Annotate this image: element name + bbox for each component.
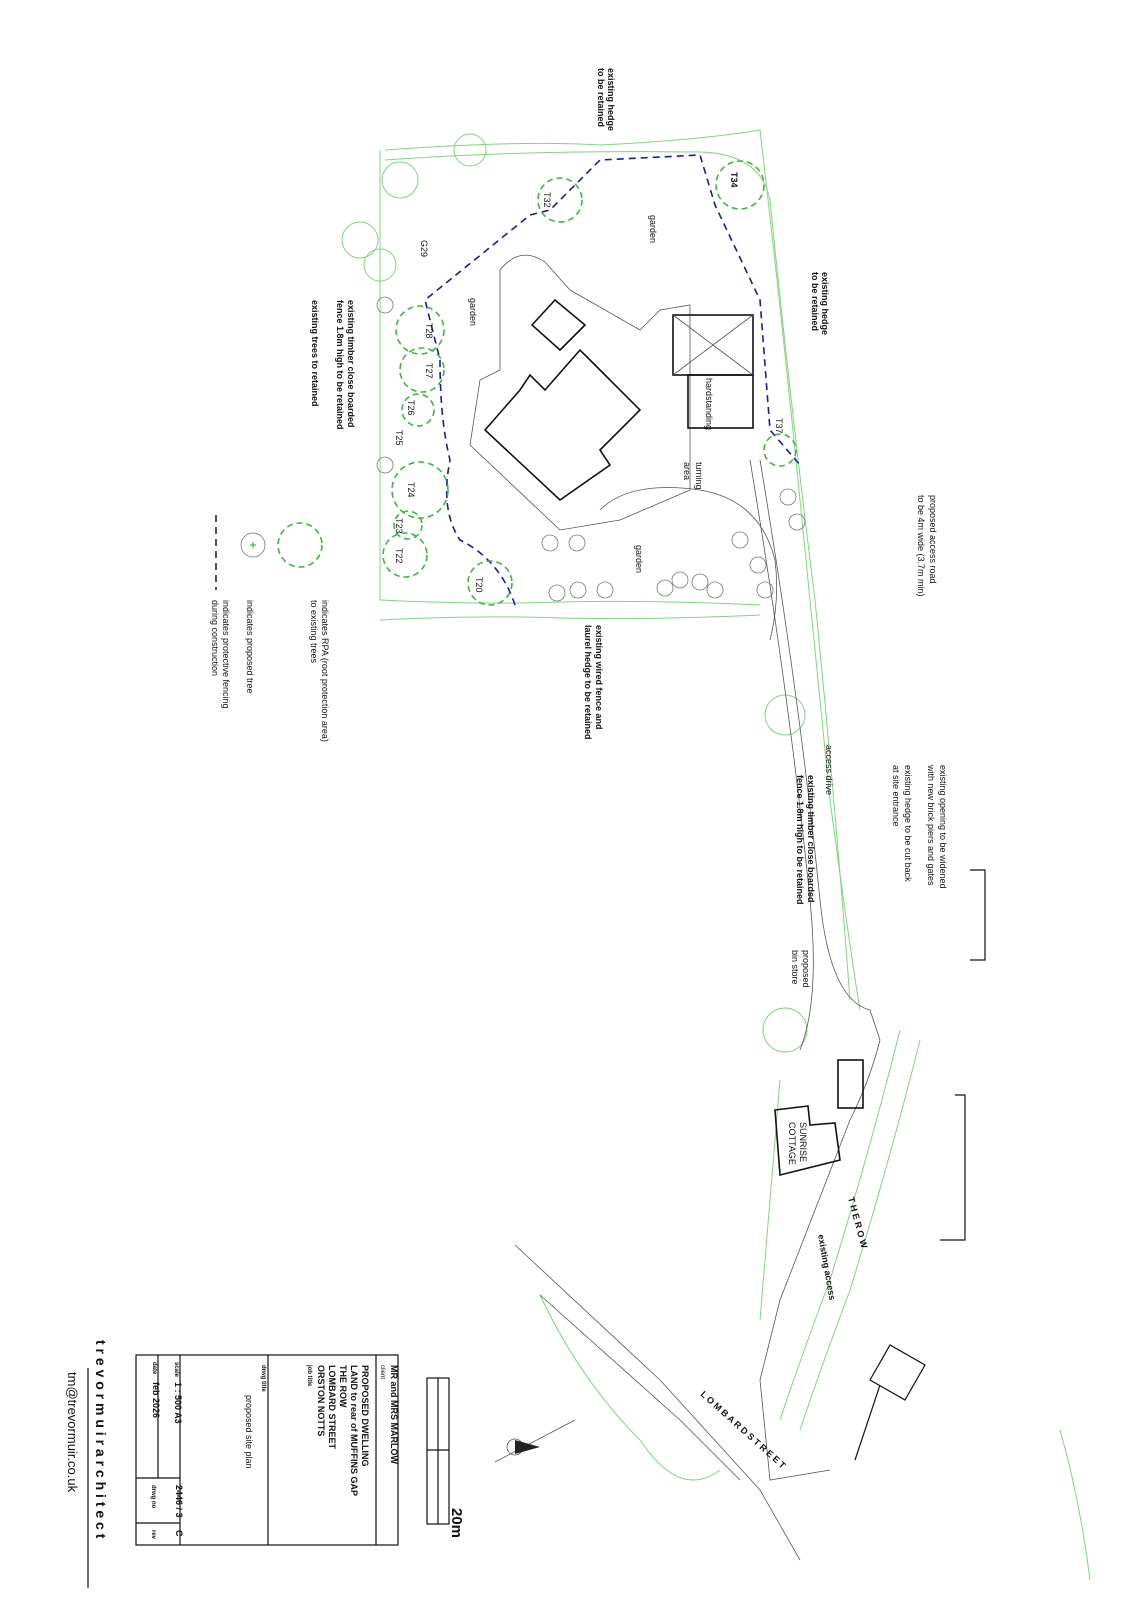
note-hedge-right: existing hedge [820, 272, 830, 335]
drwg-title-label: drwg title [260, 1365, 266, 1392]
proposed-dwelling [469, 254, 778, 641]
job-line: ORSTON NOTTS [316, 1365, 326, 1436]
legend-fencing: during construction [210, 600, 220, 676]
tree-label: T24 [406, 482, 416, 498]
tree-label: T28 [424, 323, 434, 339]
tree-label: T27 [424, 363, 434, 379]
note-hedge-top: existing hedge [606, 68, 616, 131]
label-turning-area: area [682, 462, 692, 480]
label-lombard-street: L O M B A R D S T R E E T [699, 1389, 788, 1471]
job-line: LAND to rear of MUFFINS GAP [349, 1365, 359, 1496]
client-label: client [379, 1365, 385, 1379]
hedges [341, 129, 1091, 1581]
tree-label: T25 [394, 430, 404, 446]
title-block: MR and MRS MARLOW client PROPOSED DWELLI… [135, 1354, 399, 1546]
note-fence-drive: fence 1.8m high to be retained [795, 775, 805, 905]
job-title-label: job title [306, 1364, 312, 1387]
tree-label: T26 [406, 400, 416, 416]
proposed-trees [376, 296, 806, 602]
north-arrow-icon [494, 1419, 576, 1463]
existing-trees [382, 160, 797, 606]
drwg-no: 2446 / 3 [174, 1485, 184, 1518]
architect-branding: t r e v o r m u i r a r c h i t e c t tm… [65, 1340, 109, 1588]
date-value: feb 2026 [151, 1382, 161, 1418]
note-fence-drive: existing timber close boarded [806, 775, 816, 903]
scale-value: 1 : 500 A3 [173, 1382, 183, 1424]
note-hedge-right: to be retained [810, 272, 820, 331]
note-wired-fence: existing wired fence and [594, 625, 604, 730]
tree-labels: T34 T32 G29 T28 T27 T26 T25 T24 T23 T22 … [394, 172, 784, 593]
scale-label: scale [173, 1362, 179, 1378]
label-sunrise-cottage: COTTAGE [787, 1122, 797, 1165]
note-fence-west: existing timber close boarded [346, 300, 356, 428]
note-bin-store: proposed [801, 950, 811, 988]
tree-label: T37 [774, 418, 784, 434]
sunrise-cottage [774, 1059, 864, 1177]
label-garden: garden [648, 215, 658, 243]
label-garden: garden [468, 298, 478, 326]
tree-label: T22 [394, 548, 404, 564]
job-line: THE ROW [338, 1365, 348, 1408]
label-hardstanding: hardstanding [704, 378, 714, 430]
note-access-road: to be 4m wide (3.7m min) [916, 495, 926, 597]
drwg-title: proposed site plan [244, 1395, 254, 1469]
legend-rpa: to existing trees [309, 600, 319, 664]
note-hedge-top: to be retained [596, 68, 606, 127]
job-line: PROPOSED DWELLING [360, 1365, 370, 1467]
job-line: LOMBARD STREET [327, 1365, 337, 1449]
architect-name: t r e v o r m u i r a r c h i t e c t [93, 1340, 109, 1539]
label-turning-area: turning [694, 462, 704, 490]
rev-label: rev [150, 1530, 156, 1540]
label-sunrise-cottage: SUNRISE [798, 1122, 808, 1162]
legend: indicates RPA (root protection area) to … [210, 515, 330, 742]
note-opening: with new brick piers and gates [926, 764, 936, 886]
rev-value: C [174, 1530, 184, 1537]
note-bin-store: bin store [790, 950, 800, 985]
tree-label: T32 [542, 192, 552, 208]
client-name: MR and MRS MARLOW [389, 1365, 399, 1464]
tree-label: T23 [394, 518, 404, 534]
label-garden: garden [634, 545, 644, 573]
protective-fence [424, 154, 801, 606]
note-opening: at site entrance [891, 765, 901, 827]
architect-email: tm@trevormuir.co.uk [65, 1372, 80, 1493]
legend-fencing: indicates protective fencing [221, 600, 231, 709]
annotations: existing hedge to be retained existing h… [310, 68, 948, 1471]
note-opening: existing opening to be widened [938, 765, 948, 889]
drwg-no-label: drwg no [150, 1485, 156, 1509]
note-fence-west: fence 1.8m high to be retained [335, 300, 345, 430]
tree-label: T20 [474, 577, 484, 593]
date-label: date [151, 1362, 157, 1375]
roads [514, 459, 986, 1561]
scale-bar: 20m [426, 1377, 465, 1538]
tree-label: G29 [419, 240, 429, 257]
legend-rpa: indicates RPA (root protection area) [320, 600, 330, 742]
note-access-drive: access drive [824, 745, 834, 795]
tree-label: T34 [729, 172, 739, 188]
note-wired-fence: laurel hedge to be retained [583, 625, 593, 740]
legend-proposed-tree: indicates proposed tree [245, 600, 255, 694]
label-the-row: T H E R O W [846, 1196, 869, 1250]
note-opening: existing hedge to be cut back [903, 765, 913, 882]
scale-bar-label: 20m [448, 1508, 465, 1538]
note-fence-west: existing trees to retained [310, 300, 320, 407]
note-access-road: proposed access road [928, 495, 938, 584]
